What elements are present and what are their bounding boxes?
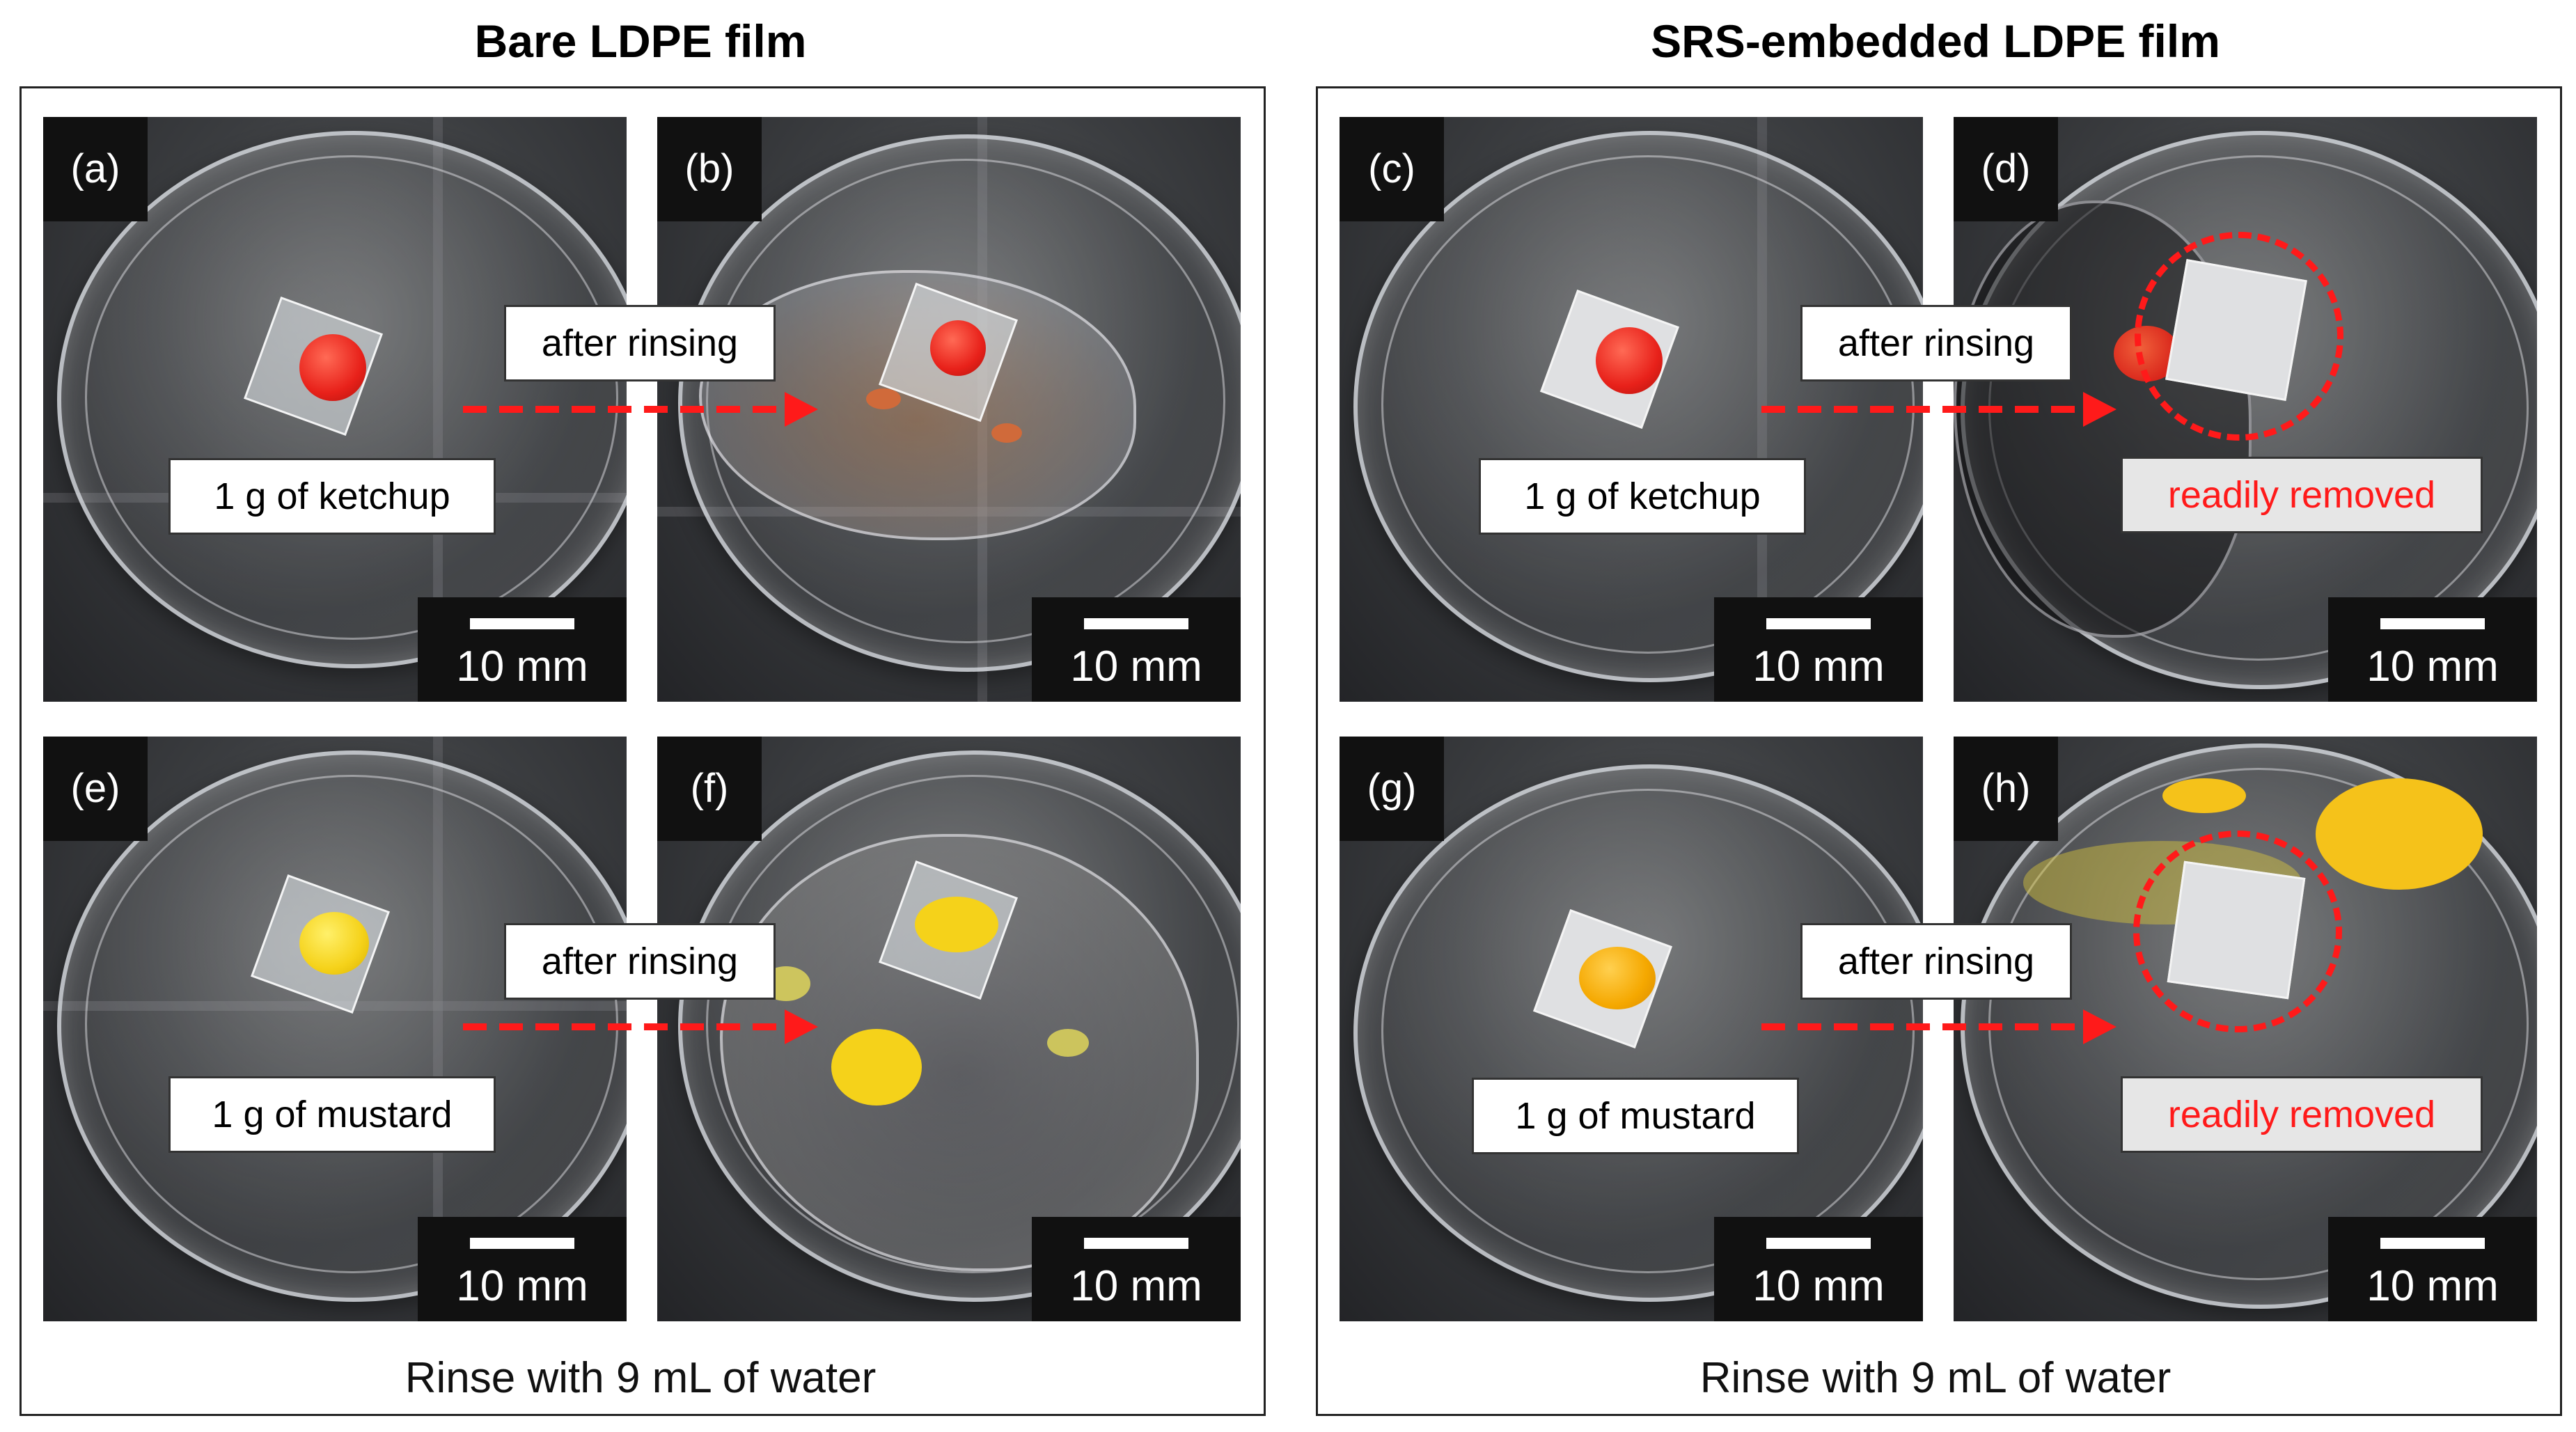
scale-bar-line: [1766, 1238, 1871, 1249]
ketchup-drop: [299, 334, 366, 401]
panel-tag: (d): [1954, 117, 2058, 221]
arrow-head-icon: [2083, 1009, 2116, 1044]
left-group-footer: Rinse with 9 mL of water: [405, 1354, 877, 1402]
removed-area-ring: [2135, 232, 2343, 441]
removed-note: readily removed: [2121, 1076, 2483, 1153]
rinse-arrow-line: [463, 1023, 790, 1030]
scale-bar-label: 10 mm: [2366, 643, 2499, 691]
right-group-title: SRS-embedded LDPE film: [1651, 15, 2220, 67]
mustard-drop: [1579, 947, 1656, 1009]
amount-callout: 1 g of mustard: [168, 1076, 496, 1153]
scale-bar: 10 mm: [1032, 597, 1241, 702]
scale-bar-line: [1766, 618, 1871, 629]
right-group-footer: Rinse with 9 mL of water: [1699, 1354, 2171, 1402]
scale-bar: 10 mm: [1032, 1217, 1241, 1321]
removed-note: readily removed: [2121, 457, 2483, 533]
scale-bar-label: 10 mm: [2366, 1262, 2499, 1310]
scale-bar-line: [2380, 618, 2485, 629]
scale-bar-line: [1084, 618, 1188, 629]
scale-bar: 10 mm: [2328, 1217, 2537, 1321]
panel-tag: (g): [1340, 737, 1444, 841]
arrow-head-icon: [2083, 392, 2116, 427]
rinse-arrow: [463, 392, 818, 427]
amount-callout: 1 g of mustard: [1472, 1078, 1799, 1154]
amount-callout: 1 g of ketchup: [1479, 458, 1806, 535]
scale-bar-line: [1084, 1238, 1188, 1249]
mustard-residue: [2162, 778, 2246, 813]
scale-bar-label: 10 mm: [456, 643, 588, 691]
removed-area-ring: [2133, 831, 2342, 1032]
mustard-drop: [299, 912, 369, 975]
mustard-residue: [2316, 778, 2483, 890]
rinse-arrow: [1761, 1009, 2116, 1044]
panel-f: (f) 10 mm: [657, 737, 1241, 1321]
panel-tag: (e): [43, 737, 148, 841]
after-rinsing-callout: after rinsing: [1800, 305, 2072, 381]
scale-bar-label: 10 mm: [1070, 643, 1202, 691]
scale-bar-line: [470, 618, 574, 629]
panel-g: 1 g of mustard (g) 10 mm: [1340, 737, 1923, 1321]
panel-tag: (f): [657, 737, 762, 841]
scale-bar-label: 10 mm: [456, 1262, 588, 1310]
mustard-drop: [915, 897, 998, 952]
rinse-arrow-line: [1761, 406, 2089, 413]
arrow-head-icon: [785, 392, 818, 427]
scale-bar-line: [2380, 1238, 2485, 1249]
right-group-frame: [1316, 86, 2562, 1416]
amount-callout: 1 g of ketchup: [168, 458, 496, 535]
scale-bar: 10 mm: [1714, 1217, 1923, 1321]
after-rinsing-callout: after rinsing: [504, 923, 776, 1000]
mustard-residue: [1047, 1029, 1089, 1057]
rinse-arrow-line: [463, 406, 790, 413]
panel-tag: (b): [657, 117, 762, 221]
after-rinsing-callout: after rinsing: [1800, 923, 2072, 1000]
mustard-residue: [831, 1029, 922, 1106]
scale-bar-label: 10 mm: [1752, 1262, 1885, 1310]
scale-bar: 10 mm: [418, 1217, 627, 1321]
petri-dish-rim: [1381, 155, 1915, 654]
scale-bar-line: [470, 1238, 574, 1249]
panel-tag: (a): [43, 117, 148, 221]
scale-bar: 10 mm: [1714, 597, 1923, 702]
panel-tag: (h): [1954, 737, 2058, 841]
ketchup-residue: [866, 388, 901, 409]
scale-bar-label: 10 mm: [1070, 1262, 1202, 1310]
rinse-arrow-line: [1761, 1023, 2089, 1030]
left-group-title: Bare LDPE film: [474, 15, 807, 67]
after-rinsing-callout: after rinsing: [504, 305, 776, 381]
left-group-frame: [19, 86, 1266, 1416]
petri-dish-rim: [1381, 789, 1915, 1273]
ketchup-drop: [930, 320, 986, 376]
panel-tag: (c): [1340, 117, 1444, 221]
scale-bar-label: 10 mm: [1752, 643, 1885, 691]
rinse-arrow: [463, 1009, 818, 1044]
ketchup-residue: [991, 423, 1022, 443]
arrow-head-icon: [785, 1009, 818, 1044]
rinse-arrow: [1761, 392, 2116, 427]
ketchup-drop: [1596, 327, 1663, 394]
scale-bar: 10 mm: [2328, 597, 2537, 702]
petri-dish-rim: [85, 155, 618, 640]
scale-bar: 10 mm: [418, 597, 627, 702]
